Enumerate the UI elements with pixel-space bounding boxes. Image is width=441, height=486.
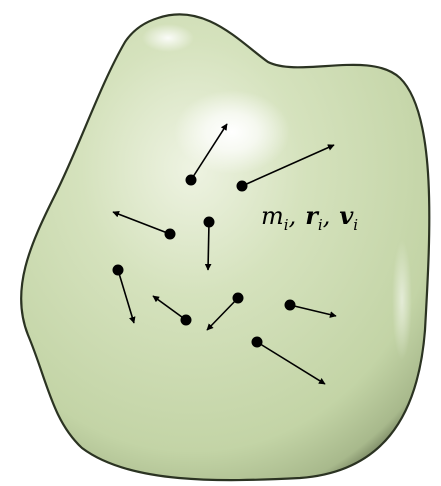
velocity-subscript: i	[353, 216, 358, 234]
particle-dot	[186, 175, 196, 185]
particle-dot	[252, 337, 262, 347]
body-shape	[21, 14, 429, 480]
particle-dot	[113, 265, 123, 275]
particle-properties-label: mi,ri,vi	[261, 201, 358, 234]
rim-highlight	[392, 240, 412, 360]
particle-dot	[181, 315, 191, 325]
separator-2: ,	[323, 202, 331, 230]
particle-dot	[165, 229, 175, 239]
particle-dot	[204, 217, 214, 227]
particle-dot	[285, 300, 295, 310]
particle-dot	[237, 181, 247, 191]
velocity-symbol: v	[339, 201, 354, 230]
rigid-body	[21, 14, 429, 480]
specular-highlight	[174, 90, 290, 174]
separator-1: ,	[289, 202, 297, 230]
particle-dot	[233, 293, 243, 303]
velocity-arrow	[208, 222, 209, 270]
specular-highlight-small	[142, 24, 194, 52]
mass-symbol: m	[261, 202, 284, 230]
